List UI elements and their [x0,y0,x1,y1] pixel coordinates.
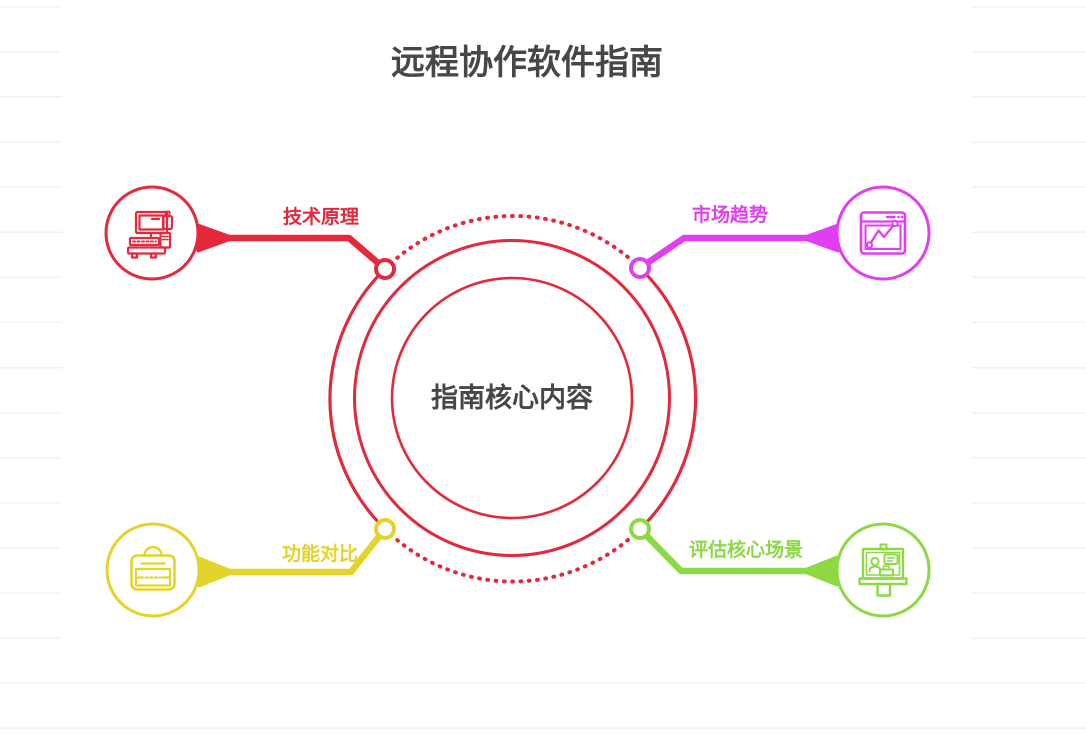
page-title[interactable]: 远程协作软件指南 [391,44,663,82]
branch-scenarios-label[interactable]: 评估核心场景 [689,538,803,561]
hub-outer-ring-right-arc [638,266,698,531]
branch-feature-comparison: 功能对比 [105,518,396,618]
branch-tech-node-handle[interactable] [374,258,396,280]
hub-outer-ring-top-dotted-arc [383,213,642,271]
branch-scenarios-connector [636,525,833,575]
presentation-icon [858,543,908,597]
central-topic-label[interactable]: 指南核心内容 [431,382,593,413]
hub-outer-ring-left-arc [328,267,387,531]
branch-core-scenarios: 评估核心场景 [629,518,931,618]
branch-scenarios-node-handle[interactable] [629,518,651,540]
hub-outer-ring-bottom-dotted-arc [383,527,642,584]
branch-features-node-handle[interactable] [374,518,396,540]
briefcase-icon [130,545,176,591]
branch-tech-label[interactable]: 技术原理 [283,205,359,228]
branch-market-icon-circle[interactable] [835,185,931,281]
branch-features-label[interactable]: 功能对比 [282,542,358,565]
branch-market-connector [636,234,834,272]
hub-middle-ring [353,239,671,557]
trend-chart-icon [859,211,907,255]
branch-tech-principles: 技术原理 [104,185,396,281]
branch-features-connector [203,525,389,576]
branch-market-node-handle[interactable] [629,257,651,279]
branch-market-trends: 市场趋势 [629,185,931,281]
hub-inner-ring [390,276,634,520]
branch-market-label[interactable]: 市场趋势 [692,203,768,226]
hub-rings [328,213,698,584]
workstation-icon [126,210,174,259]
branch-tech-connector [202,234,389,273]
